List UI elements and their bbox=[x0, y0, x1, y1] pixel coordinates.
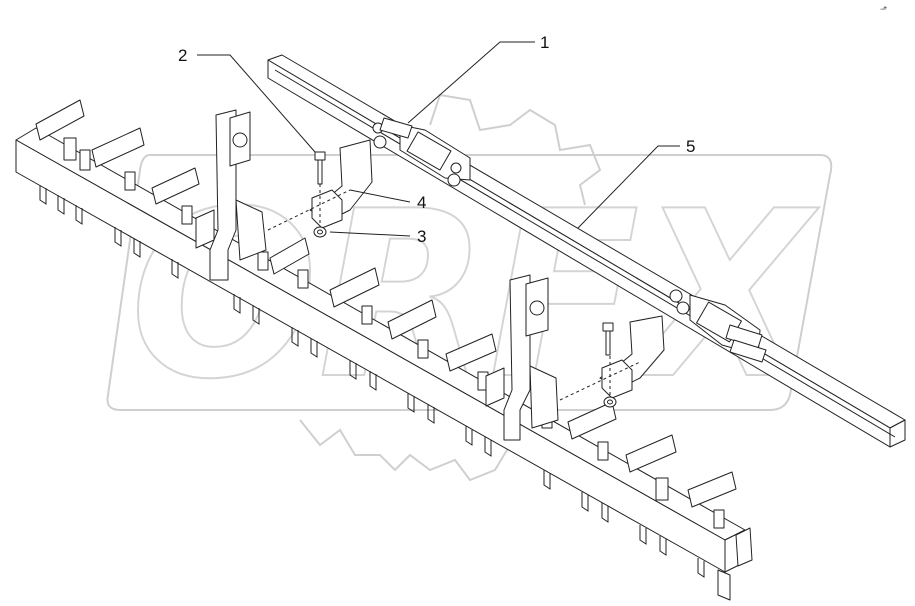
leader-4 bbox=[349, 189, 411, 203]
beam-plates bbox=[35, 99, 753, 567]
upper-clamp-right bbox=[669, 289, 767, 363]
alignment-lines bbox=[267, 184, 641, 401]
watermark-frame bbox=[106, 154, 833, 411]
watermark-gear-bottom bbox=[299, 419, 511, 482]
leader-lines bbox=[197, 41, 680, 237]
callout-5: 5 bbox=[686, 137, 695, 156]
callout-3: 3 bbox=[417, 227, 426, 246]
nut-right bbox=[603, 396, 617, 408]
leader-5 bbox=[577, 145, 680, 229]
leader-1 bbox=[407, 41, 535, 124]
callout-1: 1 bbox=[540, 33, 549, 52]
beam-teeth bbox=[39, 185, 731, 601]
callout-2: 2 bbox=[178, 46, 187, 65]
callouts: 1 2 3 4 5 bbox=[178, 33, 695, 246]
leader-3 bbox=[329, 231, 411, 237]
right-hanger-bracket bbox=[485, 274, 559, 441]
leader-2 bbox=[197, 54, 316, 153]
bolt-right bbox=[602, 322, 614, 356]
nut-left bbox=[313, 226, 327, 238]
mounting-bracket-left bbox=[309, 139, 373, 229]
callout-4: 4 bbox=[417, 193, 426, 212]
watermark-gear-top bbox=[429, 93, 602, 206]
beam-clips bbox=[63, 137, 725, 529]
left-hanger-bracket bbox=[195, 109, 267, 281]
upper-clamp-left bbox=[372, 117, 471, 187]
corner-mark: ⬏ bbox=[880, 5, 888, 15]
